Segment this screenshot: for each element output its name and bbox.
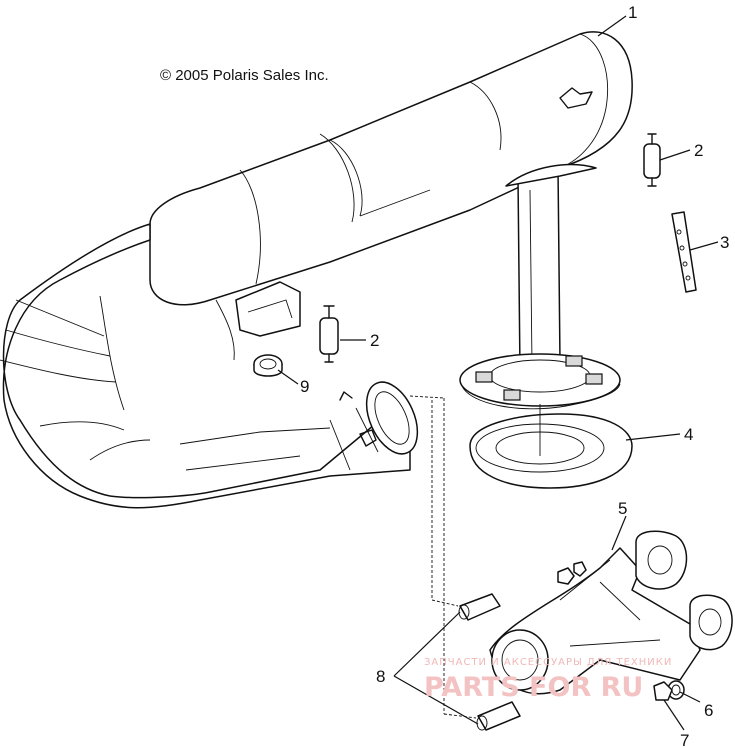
grommet — [253, 354, 283, 377]
muffler-bracket — [235, 281, 301, 337]
callout-5: 5 — [618, 499, 627, 518]
copyright-text: © 2005 Polaris Sales Inc. — [160, 67, 329, 84]
spring-manifold-lower — [476, 701, 521, 731]
callout-2-upper: 2 — [694, 141, 703, 160]
gasket-ring — [469, 404, 633, 489]
callout-8: 8 — [376, 667, 385, 686]
exhaust-manifold — [489, 530, 733, 695]
spring-upper — [643, 133, 661, 187]
callout-2-lower: 2 — [370, 331, 379, 350]
spring-manifold-upper — [458, 593, 501, 621]
nut — [653, 681, 673, 701]
muffler-assembly — [0, 31, 633, 509]
muffler-upper-body — [149, 31, 633, 306]
watermark-tagline: ЗАПЧАСТИ И АКСЕССУАРЫ ДЛЯ ТЕХНИКИ — [424, 657, 672, 668]
outlet-stem-assembly — [459, 163, 621, 410]
callout-6: 6 — [704, 701, 713, 720]
leader-lines — [277, 15, 719, 731]
callout-1: 1 — [628, 3, 637, 22]
callout-4: 4 — [684, 425, 693, 444]
callout-7: 7 — [680, 731, 689, 748]
callout-9: 9 — [300, 377, 309, 396]
spring-lower — [319, 305, 339, 363]
heat-shield — [671, 211, 697, 293]
watermark-logo: PARTS FOR RU — [424, 672, 643, 703]
callout-3: 3 — [720, 233, 729, 252]
